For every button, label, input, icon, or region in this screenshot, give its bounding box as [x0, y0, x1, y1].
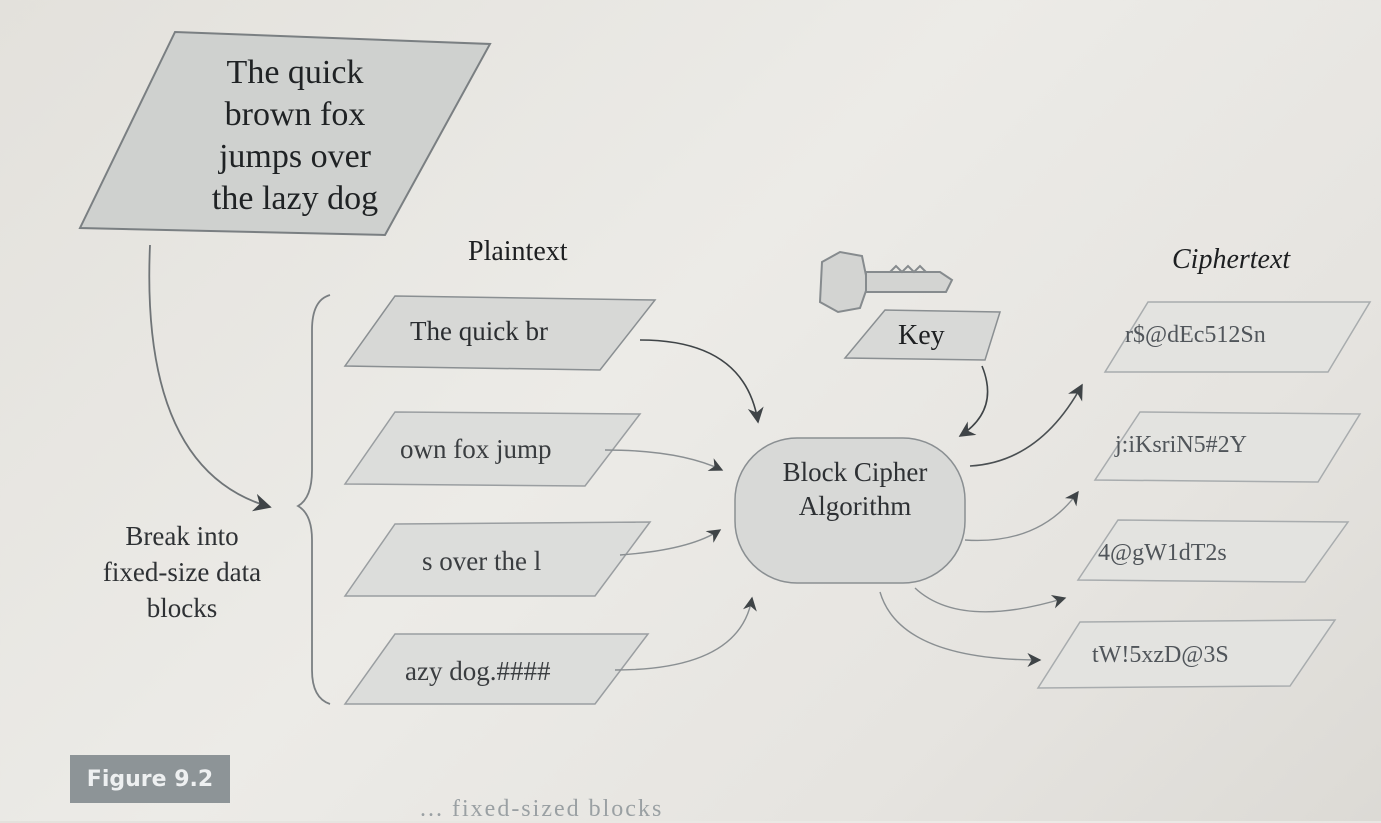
- block-2-to-cipher-arrow: [604, 449, 724, 471]
- ciphertext-block-3-shape: [1076, 519, 1350, 583]
- plaintext-block-3: s over the l: [422, 546, 542, 576]
- plaintext-line: the lazy dog: [211, 180, 379, 217]
- cipher-to-output-3-arrow: [914, 587, 1067, 613]
- source-to-blocks-arrow: [148, 244, 272, 512]
- plaintext-line: jumps over: [218, 138, 372, 175]
- plaintext-block-3-shape: [343, 521, 652, 597]
- cipher-to-output-1-arrow: [969, 383, 1083, 467]
- plaintext-block-4-shape: [343, 633, 650, 705]
- plaintext-header: Plaintext: [468, 236, 568, 267]
- key-shape: [843, 309, 1002, 361]
- block-4-to-cipher-arrow: [614, 596, 757, 671]
- ciphertext-block-3: 4@gW1dT2s: [1098, 540, 1227, 566]
- ciphertext-block-4: tW!5xzD@3S: [1092, 642, 1229, 668]
- ciphertext-block-2-shape: [1093, 411, 1362, 483]
- plaintext-block-1: The quick br: [410, 316, 548, 346]
- block-cipher-label: Block Cipher Algorithm: [782, 457, 928, 521]
- block-3-to-cipher-arrow: [619, 529, 722, 556]
- brace: [296, 294, 331, 705]
- figure-caption: ... fixed-sized blocks: [420, 796, 664, 822]
- key-to-cipher-arrow: [958, 365, 989, 437]
- plaintext-block-2-shape: [343, 411, 642, 487]
- break-into-blocks-label: Break into fixed-size data blocks: [102, 521, 262, 623]
- figure-label: Figure 9.2: [70, 755, 230, 803]
- ciphertext-block-1-shape: [1103, 301, 1372, 373]
- plaintext-block-4: azy dog.####: [405, 656, 551, 686]
- key-icon: [818, 250, 954, 314]
- ciphertext-block-1: r$@dEc512Sn: [1125, 322, 1266, 348]
- plaintext-source-text: The quick brown fox jumps over the lazy …: [195, 52, 395, 220]
- ciphertext-block-4-shape: [1036, 619, 1337, 689]
- plaintext-line: The quick: [226, 54, 364, 91]
- plaintext-block-1-shape: [343, 295, 657, 371]
- block-1-to-cipher-arrow: [639, 339, 764, 424]
- plaintext-line: brown fox: [224, 96, 366, 133]
- ciphertext-block-2: j:iKsriN5#2Y: [1115, 432, 1247, 458]
- cipher-to-output-2-arrow: [964, 490, 1079, 542]
- plaintext-source-shape: [78, 30, 492, 237]
- ciphertext-header: Ciphertext: [1172, 244, 1291, 275]
- plaintext-block-2: own fox jump: [400, 434, 552, 464]
- block-cipher-box: [734, 437, 966, 584]
- key-label: Key: [898, 320, 945, 351]
- cipher-to-output-4-arrow: [879, 591, 1042, 667]
